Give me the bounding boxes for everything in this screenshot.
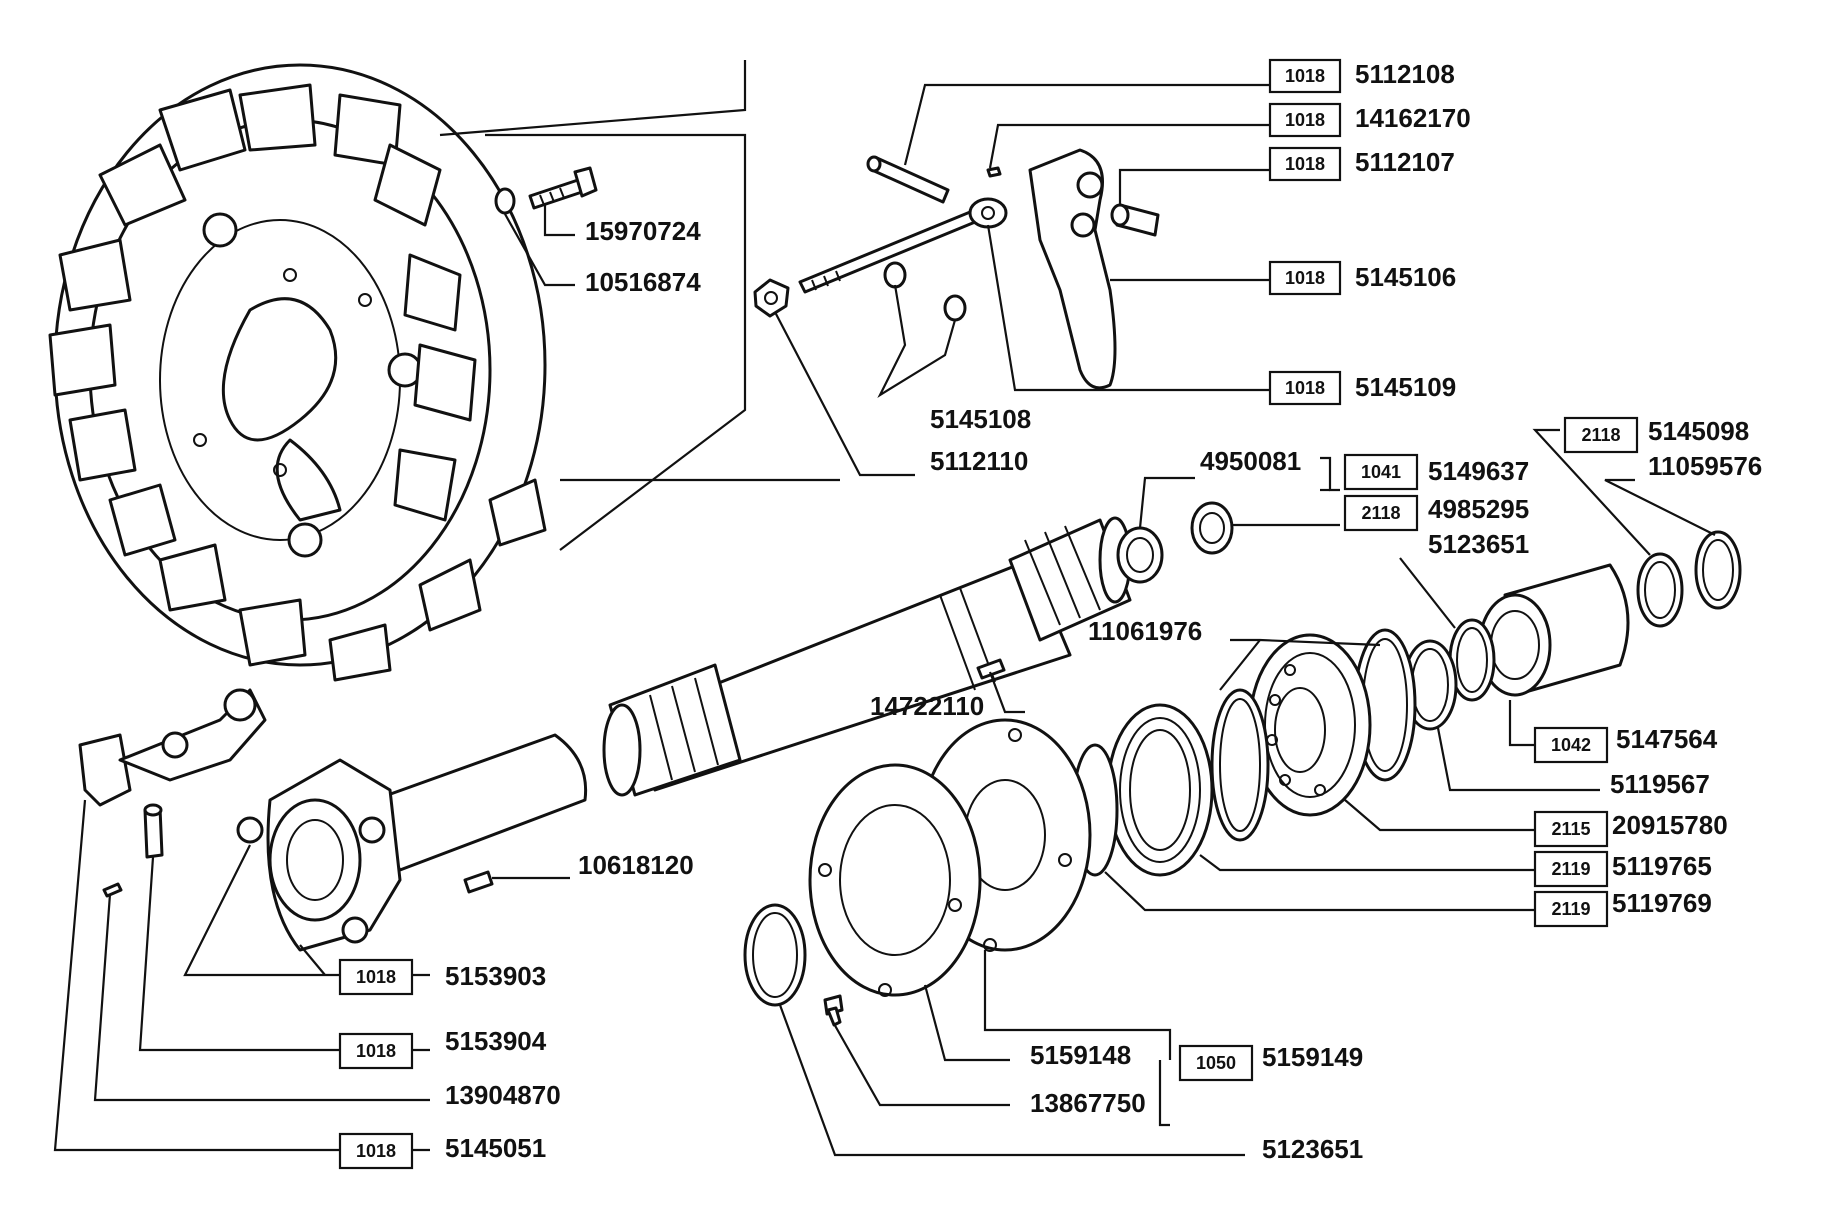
callout-box-text: 1018 — [356, 1141, 396, 1161]
part-number: 5145051 — [445, 1133, 546, 1163]
circlip-11059576 — [1694, 530, 1742, 610]
part-number: 5112107 — [1355, 147, 1455, 177]
part-number: 5145106 — [1355, 262, 1456, 292]
part-number: 4985295 — [1428, 494, 1529, 524]
callout-14162170: 1018 14162170 — [1268, 102, 1471, 138]
bolt-13867750 — [823, 994, 844, 1027]
callout-5145051: 1018 5145051 — [338, 1132, 546, 1170]
callout-box-text: 1042 — [1551, 735, 1591, 755]
part-number-14722110: 14722110 — [870, 691, 984, 721]
callout-5119769: 2119 5119769 — [1533, 888, 1712, 928]
callout-box-text: 2118 — [1361, 503, 1400, 523]
callout-5112107: 1018 5112107 — [1268, 146, 1455, 182]
callout-20915780: 2115 20915780 — [1533, 810, 1728, 848]
bearing-support-5153903 — [236, 733, 588, 952]
part-number-13904870: 13904870 — [445, 1080, 561, 1110]
seal-5119765 — [1106, 703, 1214, 877]
callout-box-text: 1041 — [1361, 462, 1401, 482]
callout-5153903: 1018 5153903 — [338, 958, 546, 996]
part-number: 5145109 — [1355, 372, 1456, 402]
part-number-5159148: 5159148 — [1030, 1040, 1131, 1070]
bolt-15970724 — [528, 166, 598, 210]
callout-5145098: 2118 5145098 — [1563, 416, 1749, 454]
part-number-5123651-top: 5123651 — [1428, 529, 1529, 559]
lever-5145106 — [1028, 148, 1117, 390]
part-number: 5159149 — [1262, 1042, 1363, 1072]
part-number: 5112108 — [1355, 59, 1455, 89]
callout-5119765: 2119 5119765 — [1533, 850, 1712, 888]
key-14722110 — [976, 658, 1006, 680]
key-10618120 — [463, 870, 494, 894]
washer-10516874 — [494, 187, 516, 215]
callout-box-text: 1018 — [1285, 378, 1325, 398]
circlip-5123651-bottom — [743, 903, 807, 1007]
part-number-11061976: 11061976 — [1088, 616, 1202, 646]
clutch-housing — [48, 63, 547, 682]
part-number-4950081: 4950081 — [1200, 446, 1301, 476]
callout-box-text: 2119 — [1551, 899, 1590, 919]
part-number-10618120: 10618120 — [578, 850, 694, 880]
callout-5147564: 1042 5147564 — [1533, 724, 1718, 764]
part-number-15970724: 15970724 — [585, 216, 701, 246]
part-number: 5119769 — [1612, 888, 1712, 918]
callout-box-text: 1018 — [1285, 66, 1325, 86]
pin-13904870 — [102, 882, 123, 898]
callout-box-text: 1018 — [1285, 110, 1325, 130]
callout-5145109: 1018 5145109 — [1268, 370, 1456, 406]
pin-14162170 — [986, 166, 1002, 178]
callout-box-text: 2118 — [1581, 425, 1620, 445]
bushing-4950081 — [1116, 526, 1164, 584]
callout-5149637: 1041 5149637 — [1343, 453, 1529, 491]
callout-box-text: 1018 — [1285, 268, 1325, 288]
bushing-4985295 — [1190, 501, 1234, 555]
callout-5112108: 1018 5112108 — [1268, 58, 1455, 94]
part-number: 5149637 — [1428, 456, 1529, 486]
callout-box-text: 1018 — [356, 967, 396, 987]
spring-5145108 — [883, 261, 967, 322]
part-number-13867750: 13867750 — [1030, 1088, 1146, 1118]
part-number: 5153904 — [445, 1026, 547, 1056]
pin-5153904 — [143, 803, 164, 859]
callout-box-text: 1050 — [1196, 1053, 1236, 1073]
fork-5145051 — [78, 688, 267, 807]
needle-bearing-5147564 — [1478, 563, 1630, 697]
callout-box-text: 1018 — [356, 1041, 396, 1061]
callout-box-text: 2119 — [1551, 859, 1590, 879]
part-number-10516874: 10516874 — [585, 267, 701, 297]
adjusting-rod — [798, 197, 1008, 294]
callout-5153904: 1018 5153904 — [338, 1026, 547, 1070]
part-number-5145108: 5145108 — [930, 404, 1031, 434]
part-number: 5153903 — [445, 961, 546, 991]
part-number-5112110: 5112110 — [930, 446, 1028, 476]
callout-4985295: 2118 4985295 — [1343, 494, 1529, 532]
part-number-5119567: 5119567 — [1610, 769, 1710, 799]
part-number-11059576: 11059576 — [1648, 451, 1762, 481]
callout-box-text: 1018 — [1285, 154, 1325, 174]
part-number: 5147564 — [1616, 724, 1718, 754]
part-number-5123651-bottom: 5123651 — [1262, 1134, 1363, 1164]
leader-lines — [53, 60, 1716, 1157]
callout-box-text: 2115 — [1551, 819, 1590, 839]
circlip-5145098 — [1636, 552, 1684, 628]
part-number: 14162170 — [1355, 103, 1471, 133]
pin-5112108 — [866, 155, 950, 204]
pin-5112107 — [1110, 203, 1160, 237]
ring-5119567 — [1402, 639, 1458, 731]
nut-5112110 — [753, 278, 790, 318]
part-number: 5145098 — [1648, 416, 1749, 446]
part-number: 20915780 — [1612, 810, 1728, 840]
part-number: 5119765 — [1612, 851, 1712, 881]
callout-5159149: 1050 5159149 — [1178, 1042, 1363, 1082]
callout-5145106: 1018 5145106 — [1268, 260, 1456, 296]
snap-ring-11061976-left — [1210, 688, 1270, 842]
gasket-5159148 — [808, 763, 982, 997]
